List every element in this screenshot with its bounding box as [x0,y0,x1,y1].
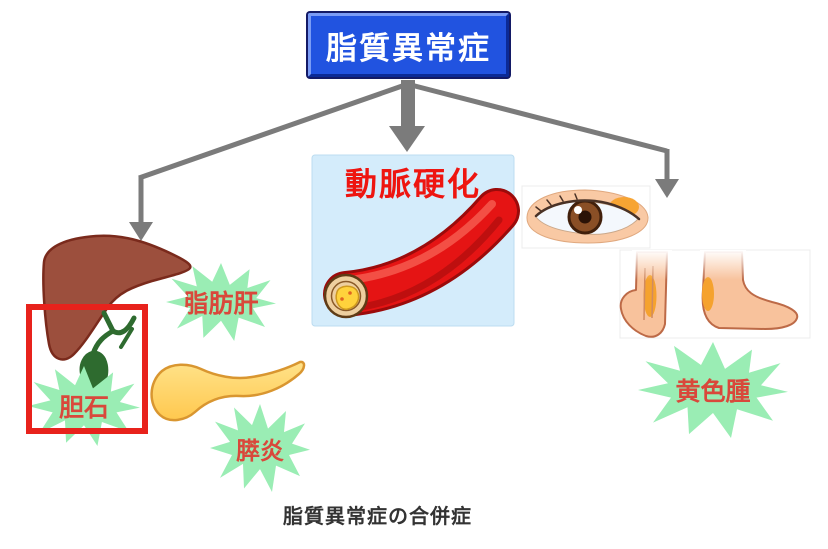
pancreas-icon [150,360,306,422]
gallstone-highlight-box [26,304,148,434]
xanthoma-label: 黄色腫 [675,377,751,406]
diagram-caption: 脂質異常症の合併症 [283,504,472,528]
artery-icon [323,188,520,319]
page-title: 脂質異常症 [326,30,491,67]
artery-label: 動脈硬化 [344,165,481,203]
pancreatitis-label: 膵炎 [236,436,284,465]
arrow-down-icon [129,80,679,241]
eye-icon [521,185,651,249]
fatty-liver-label: 脂肪肝 [183,289,259,318]
liver-icon [42,234,192,361]
gallstone-label: 胆石 [58,393,109,422]
feet-icon [619,249,811,339]
title-box: 脂質異常症 [308,13,509,77]
